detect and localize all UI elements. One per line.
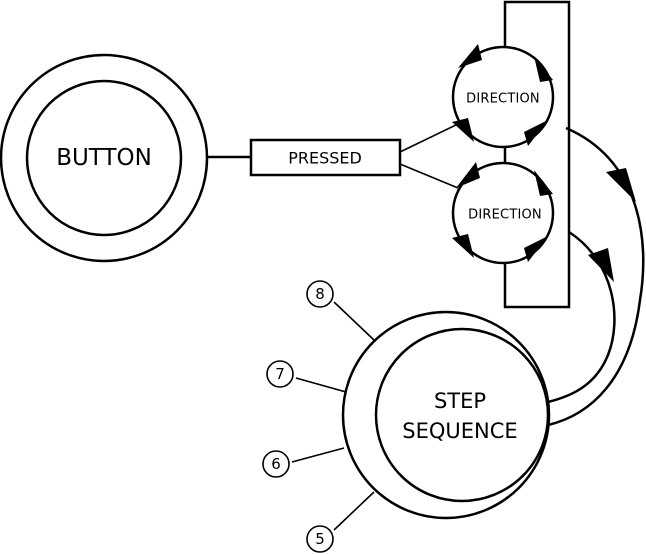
step-number-5: 5: [315, 530, 325, 548]
step-number-7: 7: [275, 365, 285, 383]
direction-top-circle: [451, 45, 555, 149]
rotation-arrowhead: [458, 44, 482, 68]
pressed-label: PRESSED: [288, 148, 362, 168]
rotation-arrowhead: [534, 56, 553, 82]
step-number-circle-8: [306, 280, 334, 308]
direction-bottom-circle: [451, 161, 555, 265]
pressed-to-direction-top-connector: [399, 123, 459, 153]
arrowhead-top: [606, 168, 636, 202]
rotation-arrowhead: [456, 162, 480, 188]
rotation-arrowhead: [524, 120, 548, 146]
spoke-7: [295, 377, 347, 393]
button-label: BUTTON: [56, 145, 152, 171]
direction-top-to-step-arrow: [547, 126, 645, 427]
step-number-circle-6: [262, 450, 290, 478]
step-number-8: 8: [315, 285, 325, 303]
step-number-6: 6: [271, 455, 281, 473]
rotation-arrowhead: [534, 170, 553, 196]
pressed-box: [249, 138, 402, 177]
step-sequence-label-line1: STEP: [433, 389, 487, 413]
spoke-8: [333, 301, 375, 341]
pressed-to-direction-bottom-connector: [399, 163, 459, 189]
rotation-arrowhead: [524, 236, 548, 262]
direction-bottom-label: DIRECTION: [468, 207, 542, 223]
rotation-arrowhead: [452, 118, 474, 142]
button-inner-circle: [25, 79, 183, 237]
direction-top-label: DIRECTION: [466, 91, 540, 107]
arrowhead-bottom: [588, 248, 614, 282]
spoke-6: [291, 447, 345, 463]
step-sequence-inner-circle: [374, 327, 550, 503]
step-sequence-label-line2: SEQUENCE: [402, 419, 518, 443]
spoke-5: [333, 491, 375, 531]
step-number-circle-5: [306, 525, 334, 553]
step-number-circle-7: [266, 360, 294, 388]
rotation-arrowhead: [452, 234, 474, 258]
